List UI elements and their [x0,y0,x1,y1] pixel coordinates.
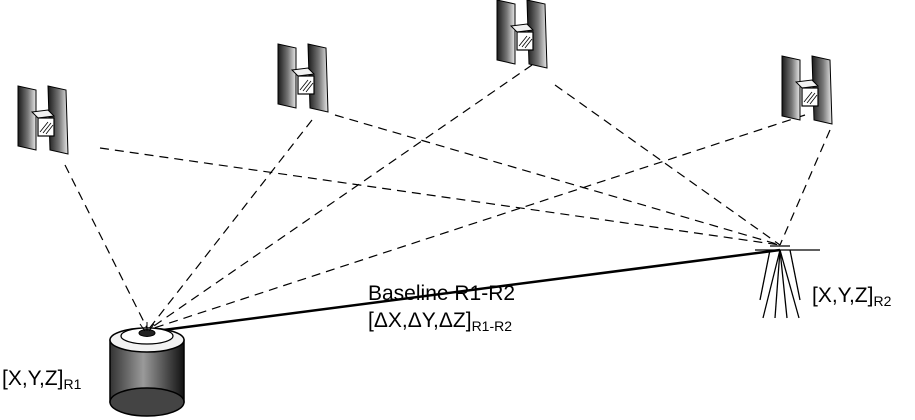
satellite-icon [277,43,329,113]
signal-sat4-r1 [147,114,806,331]
receiver1-coord-text: [X,Y,Z] [2,367,63,390]
signal-sat4-r2 [779,129,831,246]
signal-sat3-r1 [147,64,533,331]
delta-vector-text: [ΔX,ΔY,ΔZ] [368,309,472,332]
signal-sat3-r2 [554,84,781,246]
receiver2-subscript: R2 [873,293,891,309]
receiver2-coordinates: [X,Y,Z]R2 [812,284,892,309]
delta-vector-label: [ΔX,ΔY,ΔZ]R1-R2 [368,309,512,334]
satellite-icon [781,55,833,125]
signal-paths [64,64,831,331]
signal-sat1-r2 [99,147,781,246]
tripod-antenna-icon [755,245,820,319]
gnss-receiver-icon [109,322,185,417]
signal-sat2-r2 [334,114,781,246]
receiver2-coord-text: [X,Y,Z] [812,284,873,307]
receiver1-coordinates: [X,Y,Z]R1 [2,367,82,392]
baseline-line [147,248,781,334]
baseline-label: Baseline R1-R2 [368,282,515,305]
receiver1-subscript: R1 [63,376,81,392]
delta-subscript: R1-R2 [472,318,513,334]
satellite-icon [496,0,548,69]
satellite-icon [17,85,69,155]
signal-sat1-r1 [64,164,149,331]
signal-sat2-r1 [147,119,313,331]
